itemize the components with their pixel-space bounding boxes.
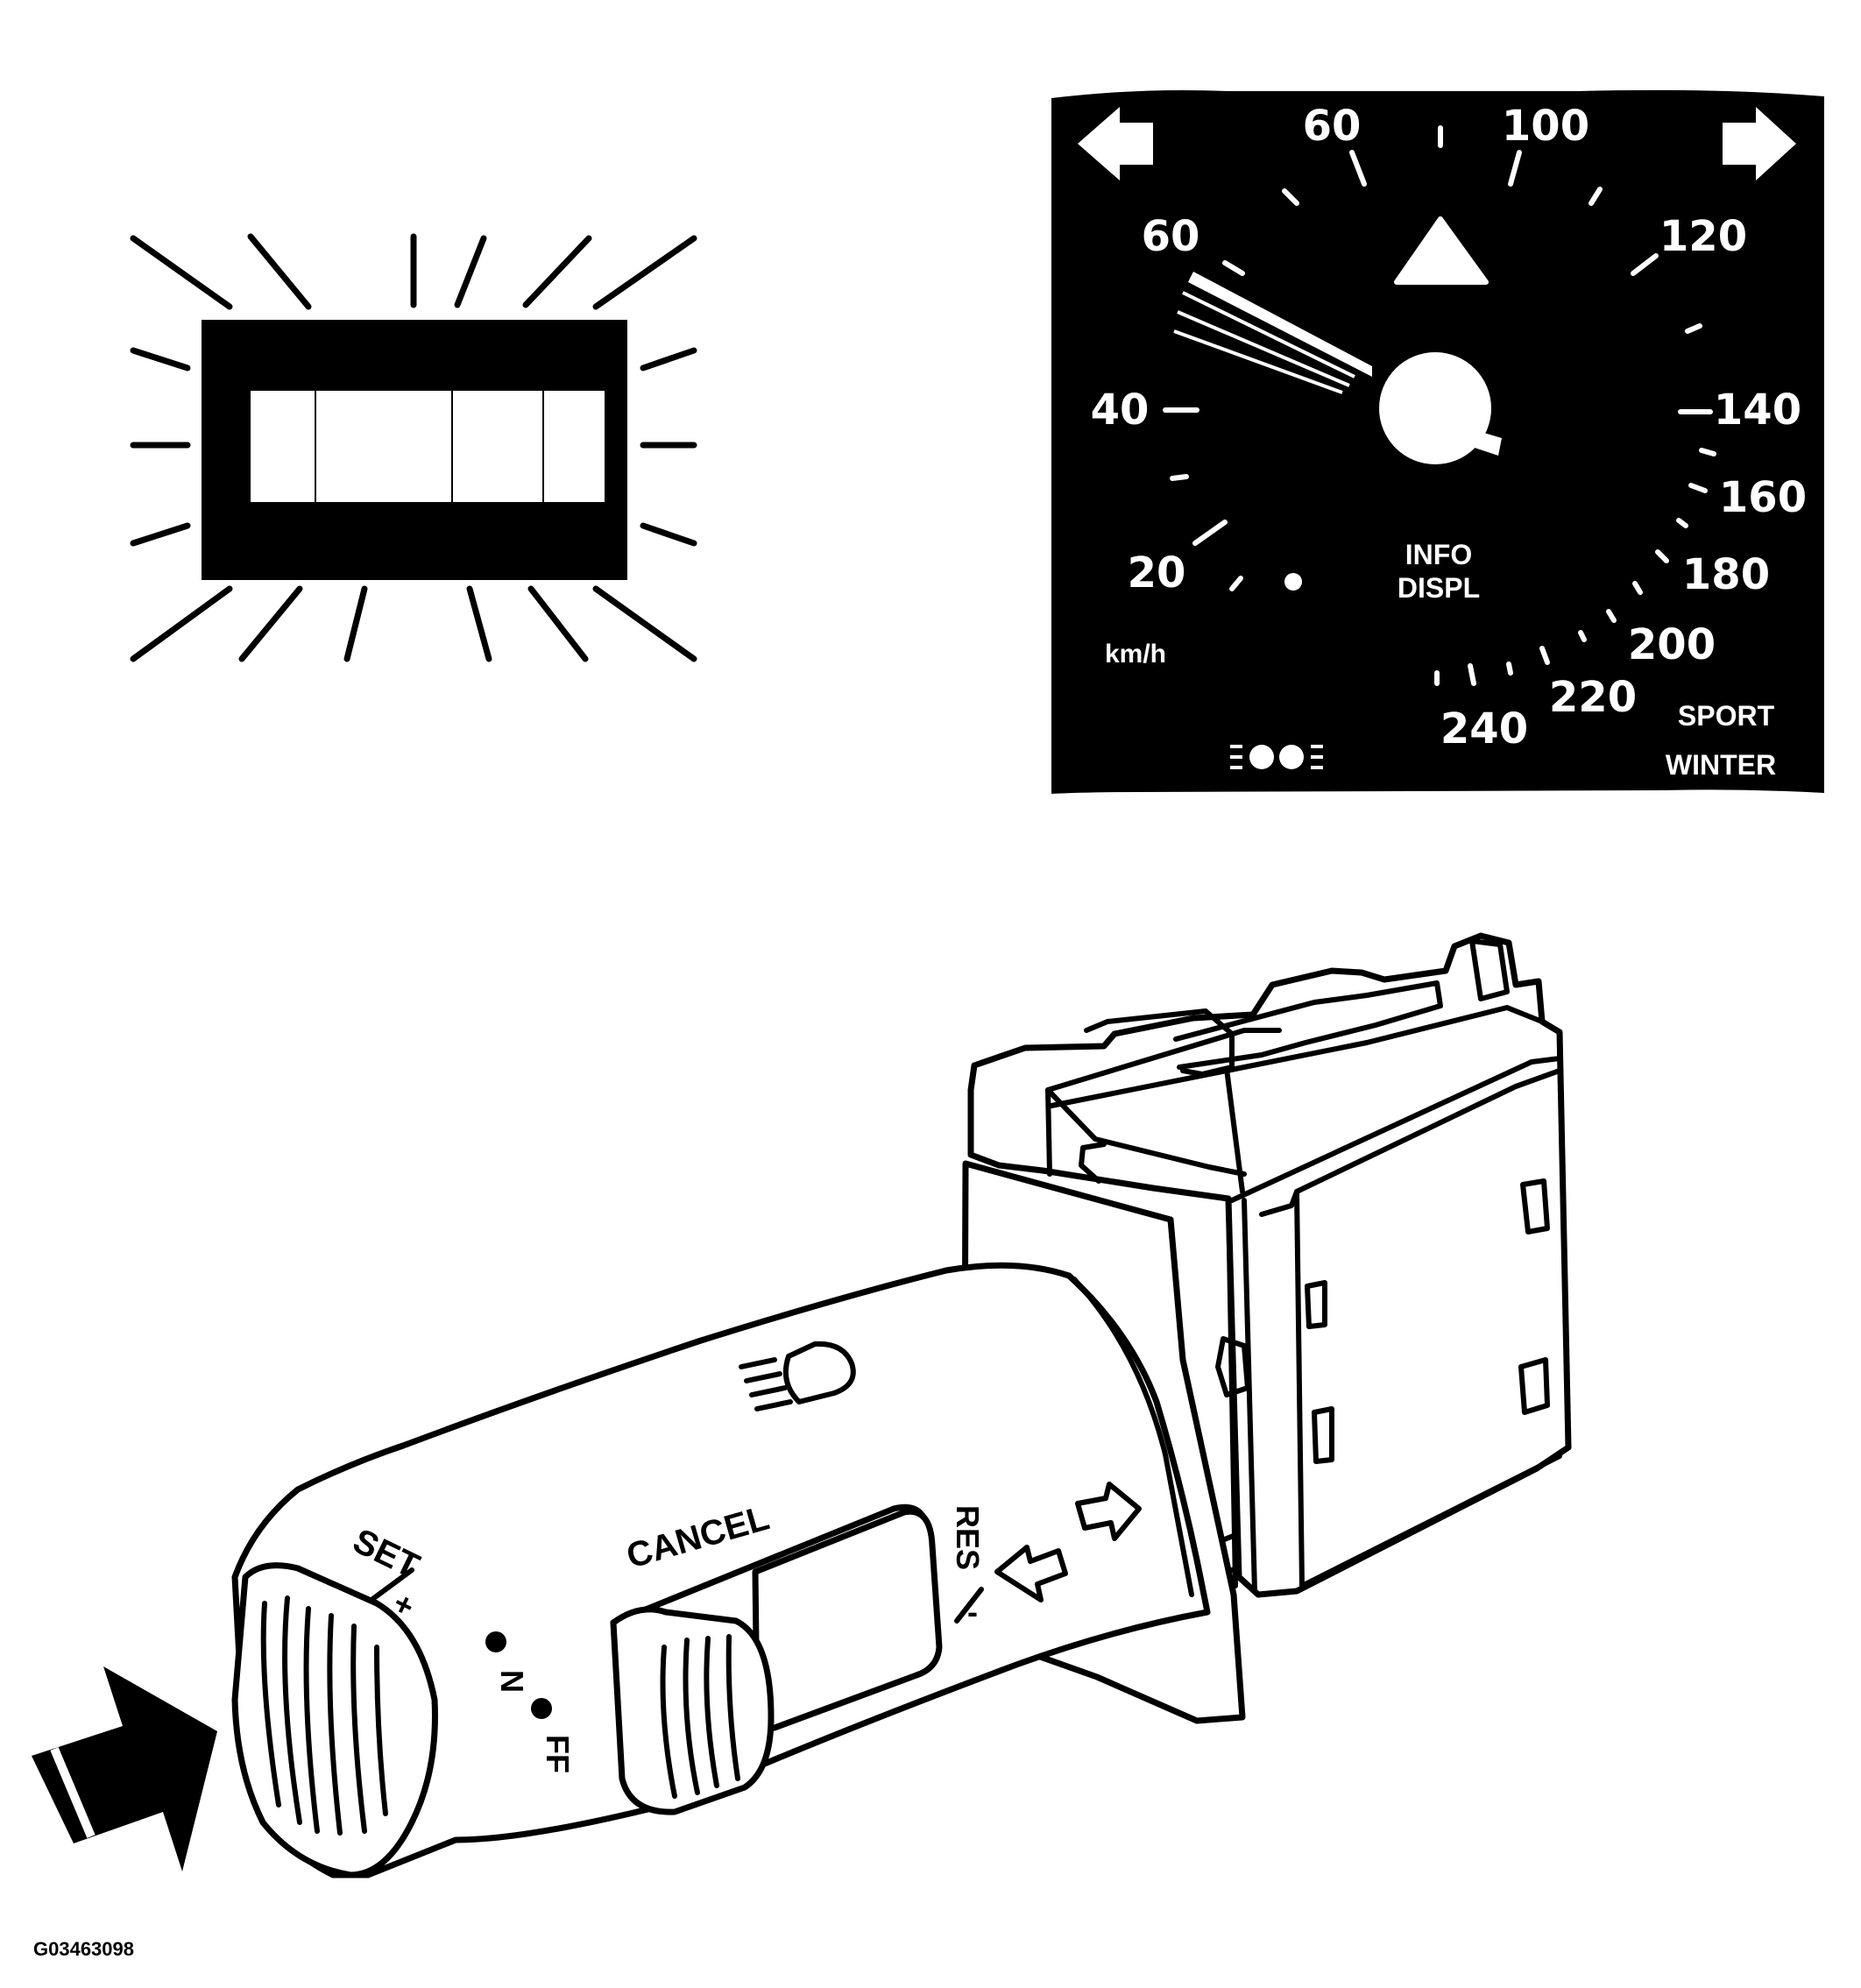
on-indicator-dot	[485, 1631, 506, 1652]
speed-label-220: 220	[1549, 673, 1637, 722]
info-display-label-line2: DISPL	[1398, 572, 1480, 604]
left-arrow-icon	[994, 1545, 1068, 1602]
press-arrow-icon	[32, 1666, 217, 1871]
speed-label-60: 60	[1142, 212, 1200, 261]
flash-rays	[130, 233, 697, 662]
right-turn-arrow-icon	[1723, 107, 1796, 180]
speed-label-40: 40	[1091, 386, 1150, 435]
off-label: FF	[540, 1735, 576, 1773]
minus-label: -	[967, 1594, 978, 1630]
warning-triangle-icon	[1394, 216, 1489, 285]
fog-light-icon	[1230, 745, 1323, 769]
flashing-display-icon	[130, 233, 697, 662]
speed-scale-labels: 60 100 60 120 40 140 160 20 180 200 220 …	[1091, 102, 1808, 753]
sport-mode-label: SPORT	[1678, 700, 1775, 732]
figure-id: G03463098	[33, 1938, 134, 1960]
cruise-control-lever: SET + CANCEL RES - N FF	[32, 932, 1572, 1878]
speed-label-200: 200	[1628, 620, 1716, 669]
set-plus-button[interactable]	[231, 1562, 438, 1878]
speed-label-160: 160	[1719, 473, 1807, 522]
set-divider	[369, 1567, 414, 1602]
on-label: N	[494, 1670, 530, 1693]
res-label: RES	[950, 1505, 986, 1570]
on-off-switch[interactable]: N FF	[485, 1631, 576, 1773]
res-divider	[954, 1587, 984, 1624]
info-display-label-line1: INFO	[1405, 539, 1472, 570]
winter-mode-label: WINTER	[1666, 749, 1776, 781]
speed-label-180: 180	[1682, 550, 1770, 599]
speed-label-240: 240	[1440, 704, 1528, 753]
speed-label-100: 100	[1502, 102, 1589, 151]
speed-ticks	[1163, 125, 1716, 686]
left-turn-arrow-icon	[1078, 107, 1153, 180]
switch-housing	[967, 932, 1572, 1598]
off-indicator-dot	[531, 1698, 552, 1719]
headlight-icon	[739, 1341, 856, 1411]
speed-label-120: 120	[1659, 212, 1747, 261]
cancel-button[interactable]	[610, 1503, 943, 1815]
speed-label-140: 140	[1714, 386, 1801, 435]
speed-label-80: 60	[1303, 102, 1362, 151]
lamp-window	[251, 391, 605, 502]
speedometer: 60 100 60 120 40 140 160 20 180 200 220 …	[1051, 89, 1824, 795]
speedometer-needle	[1173, 272, 1502, 464]
unit-label: km/h	[1105, 640, 1166, 669]
right-arrow-icon	[1075, 1482, 1142, 1541]
speed-label-20: 20	[1128, 548, 1186, 598]
